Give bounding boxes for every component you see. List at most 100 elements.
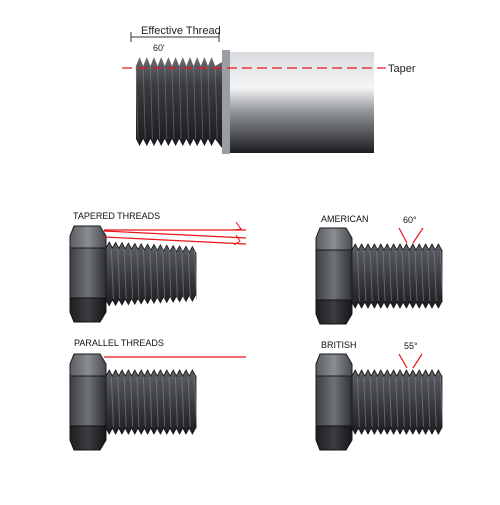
- thread-ridge: [142, 248, 146, 300]
- thread-ridge: [142, 376, 146, 428]
- american-angle-label: 60°: [403, 215, 417, 225]
- hex-head-face: [315, 249, 353, 301]
- thread-ridge: [382, 250, 386, 302]
- british-label: BRITISH: [321, 340, 357, 350]
- thread-ridge: [155, 248, 159, 300]
- thread-ridge: [401, 376, 405, 428]
- thread-ridge: [168, 376, 172, 428]
- tapered-thread-bolt: [69, 225, 198, 323]
- thread-ridge: [414, 250, 418, 302]
- pipe-body: [226, 52, 374, 153]
- thread-ridge: [142, 65, 146, 140]
- thread-ridge: [117, 248, 121, 300]
- hex-head-bottom: [315, 425, 353, 451]
- thread-ridge: [207, 65, 211, 140]
- thread-ridge: [440, 376, 444, 428]
- british-angle-marker: [398, 353, 423, 369]
- thread-ridge: [168, 248, 172, 300]
- hex-head-bottom: [69, 297, 107, 323]
- tapered-guide-lines: [103, 229, 247, 245]
- thread-ridge: [363, 376, 367, 428]
- thread-ridge: [388, 250, 392, 302]
- thread-ridge: [186, 65, 189, 140]
- thread-ridge: [401, 250, 405, 302]
- pipe-threaded-end: [135, 57, 222, 148]
- hex-head-bottom: [69, 425, 107, 451]
- thread-ridge: [150, 65, 153, 140]
- hex-head-face: [315, 375, 353, 427]
- pipe-thread-illustration: [135, 50, 374, 154]
- thread-ridge: [382, 376, 386, 428]
- hex-head-bottom: [315, 299, 353, 325]
- hex-head-face: [69, 247, 107, 299]
- thread-ridge: [433, 376, 437, 428]
- effective-thread-label: Effective Thread: [141, 25, 221, 37]
- thread-ridge: [162, 376, 166, 428]
- thread-ridge: [194, 376, 198, 428]
- parallel-thread-bolt: [69, 353, 198, 451]
- hex-head-face: [69, 375, 107, 427]
- hex-head-top: [69, 225, 107, 249]
- thread-ridge: [356, 376, 360, 428]
- thread-ridge: [194, 248, 198, 300]
- thread-ridge: [408, 250, 412, 302]
- thread-ridge: [149, 376, 153, 428]
- thread-ridge: [130, 376, 134, 428]
- thread-ridge: [427, 250, 431, 302]
- thread-ridge: [395, 250, 399, 302]
- thread-ridge: [149, 248, 153, 300]
- thread-ridge: [363, 250, 367, 302]
- thread-ridge: [136, 376, 140, 428]
- taper-arrows: [233, 221, 242, 246]
- thread-ridge: [117, 376, 121, 428]
- thread-ridge: [135, 65, 139, 140]
- thread-ridge: [110, 248, 114, 300]
- thread-ridge: [136, 248, 140, 300]
- thread-ridge: [427, 376, 431, 428]
- thread-ridge: [356, 250, 360, 302]
- tapered-threads-label: TAPERED THREADS: [73, 211, 160, 221]
- parallel-threads-label: PARALLEL THREADS: [74, 338, 164, 348]
- hex-head-top: [315, 227, 353, 251]
- british-thread-bolt: [315, 353, 444, 451]
- thread-profile: [136, 57, 222, 148]
- thread-ridge: [187, 248, 191, 300]
- thread-ridge: [181, 376, 185, 428]
- taper-label: Taper: [388, 63, 416, 75]
- thread-ridge: [376, 376, 380, 428]
- thread-ridge: [369, 250, 373, 302]
- thread-ridge: [162, 248, 166, 300]
- american-label: AMERICAN: [321, 214, 369, 224]
- thread-ridge: [414, 376, 418, 428]
- thread-ridge: [408, 376, 412, 428]
- thread-ridge: [123, 248, 127, 300]
- effective-thread-bracket: [130, 32, 220, 42]
- thread-ridge: [376, 250, 380, 302]
- thread-ridge: [174, 248, 178, 300]
- thread-ridge: [420, 376, 424, 428]
- thread-ridge: [369, 376, 373, 428]
- thread-ridge: [200, 65, 204, 140]
- thread-ridge: [440, 250, 444, 302]
- thread-ridge: [395, 376, 399, 428]
- thread-ridge: [110, 376, 114, 428]
- hex-head-top: [69, 353, 107, 377]
- hex-head-top: [315, 353, 353, 377]
- thread-ridge: [164, 65, 168, 140]
- angle-label-60: 60': [153, 43, 165, 53]
- british-angle-label: 55°: [404, 341, 418, 351]
- thread-ridge: [187, 376, 191, 428]
- american-thread-bolt: [315, 227, 444, 325]
- thread-ridge: [193, 65, 196, 140]
- thread-ridge: [420, 250, 424, 302]
- thread-ridge: [214, 65, 218, 140]
- thread-ridge: [130, 248, 134, 300]
- thread-ridge: [388, 376, 392, 428]
- thread-ridge: [171, 65, 175, 140]
- thread-ridge: [123, 376, 127, 428]
- thread-ridge: [433, 250, 437, 302]
- thread-ridge: [157, 65, 160, 140]
- thread-ridge: [174, 376, 178, 428]
